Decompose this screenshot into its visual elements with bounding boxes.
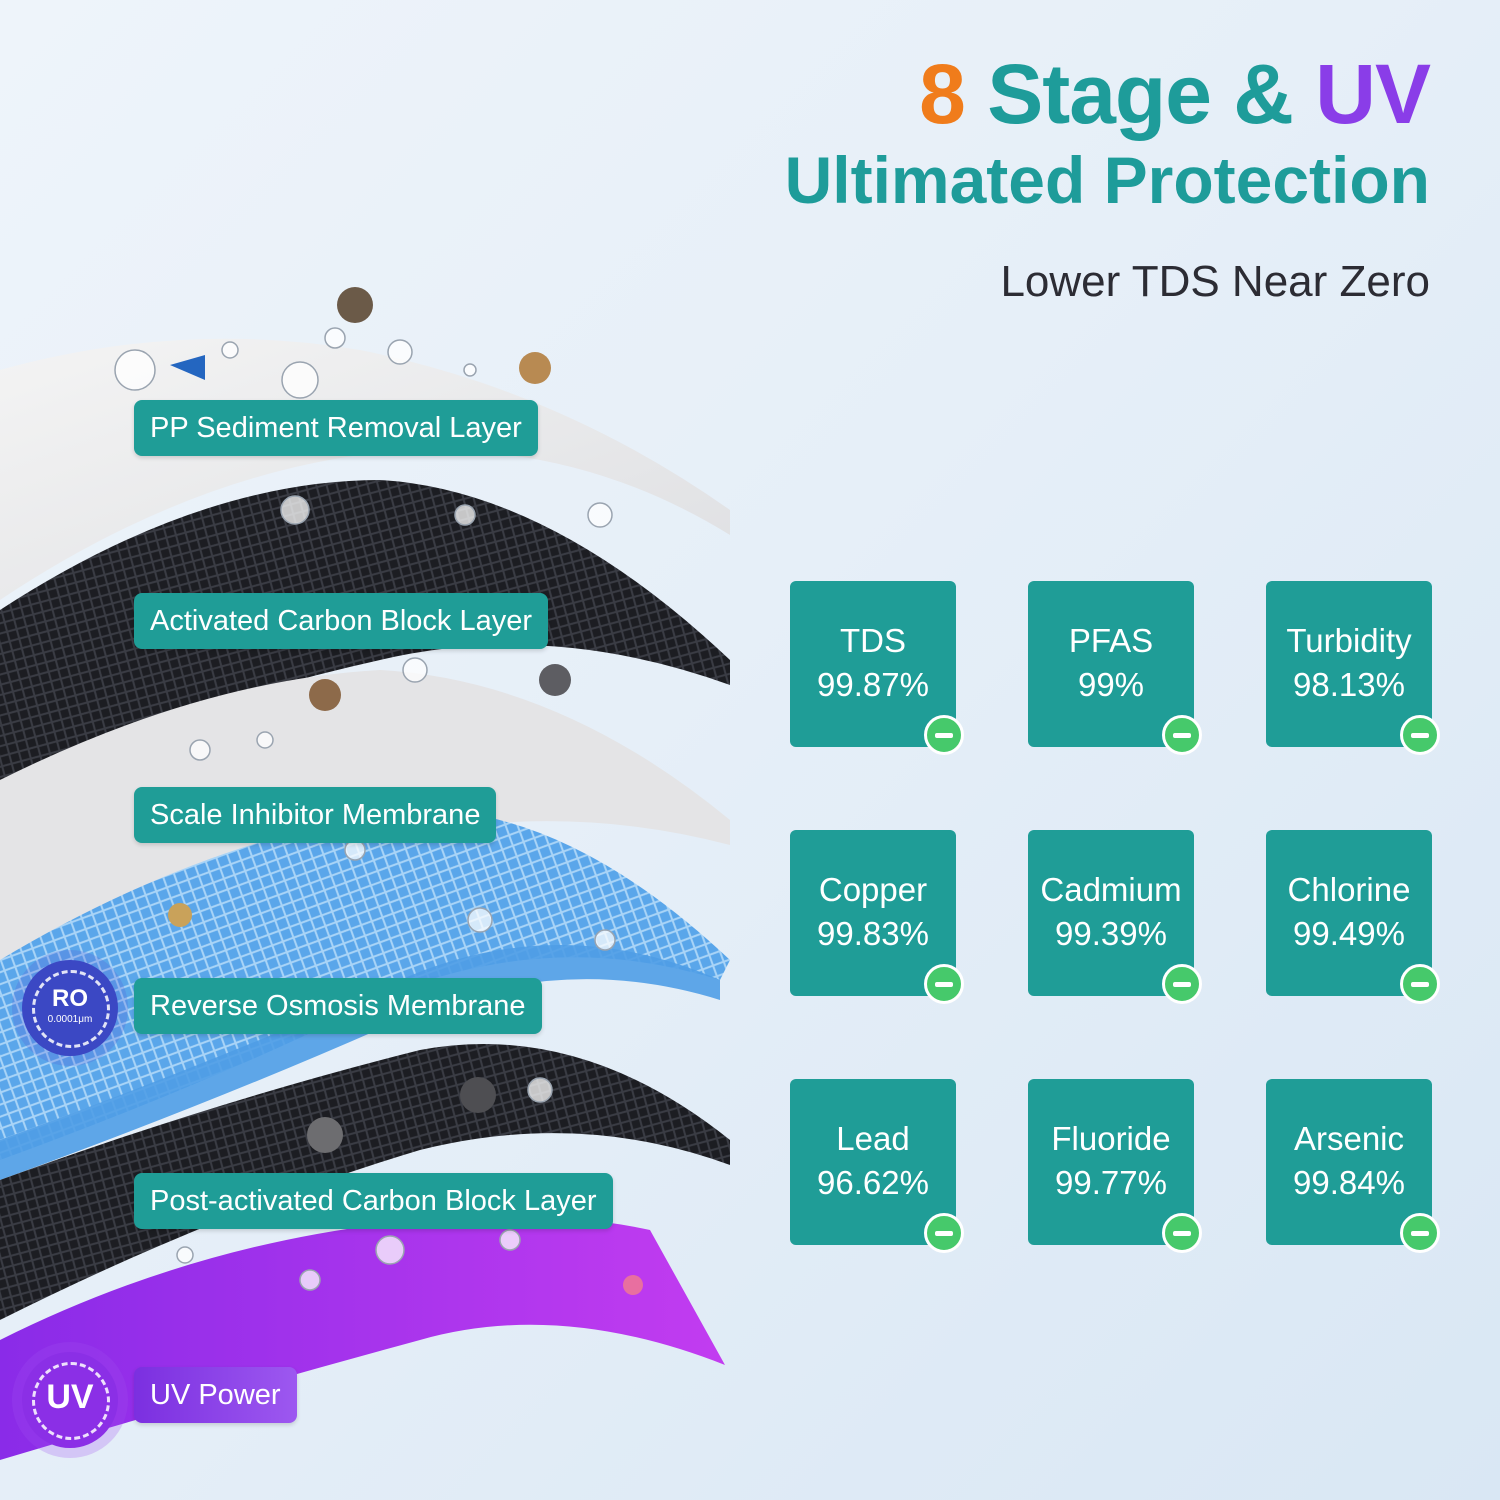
droplets-decoration bbox=[114, 327, 616, 1291]
tile-name: Lead bbox=[836, 1120, 910, 1157]
tile-name: PFAS bbox=[1068, 622, 1154, 659]
minus-circle-icon bbox=[924, 1213, 964, 1253]
headline-line1: 8 Stage & UV bbox=[785, 47, 1431, 141]
minus-circle-icon bbox=[1162, 715, 1202, 755]
ro-badge-detail: 0.0001μm bbox=[47, 1014, 93, 1025]
minus-circle-icon bbox=[1162, 964, 1202, 1004]
tile-name: TDS bbox=[840, 622, 906, 659]
uv-badge-ring bbox=[32, 1362, 110, 1440]
filter-layers-graphic bbox=[0, 287, 730, 1460]
headline-line2: Ultimated Protection bbox=[784, 143, 1430, 217]
tile-value: 99.87% bbox=[817, 666, 929, 703]
tile-tds: TDS 99.87% bbox=[790, 581, 964, 755]
layer-label-reverse-osmosis: Reverse Osmosis Membrane bbox=[134, 978, 542, 1034]
minus-circle-icon bbox=[924, 964, 964, 1004]
tile-lead: Lead 96.62% bbox=[790, 1079, 964, 1253]
tile-value: 98.13% bbox=[1293, 666, 1405, 703]
tile-name: Fluoride bbox=[1051, 1120, 1171, 1157]
ro-membrane-edge bbox=[0, 945, 720, 1180]
tile-chlorine: Chlorine 99.49% bbox=[1266, 830, 1440, 1004]
ro-badge-title: RO bbox=[52, 985, 88, 1012]
uv-badge-title: UV bbox=[46, 1378, 94, 1416]
tile-name: Arsenic bbox=[1293, 1120, 1405, 1157]
layer-label-scale-inhibitor: Scale Inhibitor Membrane bbox=[134, 787, 497, 843]
tile-name: Cadmium bbox=[1040, 871, 1182, 908]
uv-text: UV bbox=[1315, 47, 1431, 141]
ro-badge: RO 0.0001μm bbox=[22, 960, 118, 1056]
layer-label-pp-sediment: PP Sediment Removal Layer bbox=[134, 400, 538, 456]
tile-value: 96.62% bbox=[817, 1164, 929, 1201]
tile-turbidity: Turbidity 98.13% bbox=[1266, 581, 1440, 755]
tile-value: 99.39% bbox=[1055, 915, 1167, 952]
minus-circle-icon bbox=[924, 715, 964, 755]
minus-circle-icon bbox=[1400, 964, 1440, 1004]
layer-label-activated-carbon: Activated Carbon Block Layer bbox=[134, 593, 549, 649]
minus-circle-icon bbox=[1400, 1213, 1440, 1253]
headline: 8 Stage & UV Ultimated Protection Lower … bbox=[784, 47, 1431, 310]
minus-circle-icon bbox=[1162, 1213, 1202, 1253]
tile-cadmium: Cadmium 99.39% bbox=[1028, 830, 1202, 1004]
tile-pfas: PFAS 99% bbox=[1028, 581, 1202, 755]
tile-name: Turbidity bbox=[1286, 622, 1412, 659]
stage-text: Stage & bbox=[964, 47, 1316, 141]
minus-circle-icon bbox=[1400, 715, 1440, 755]
ro-badge-ring bbox=[32, 970, 110, 1048]
uv-badge: UV bbox=[22, 1352, 118, 1448]
layer-label-uv-power: UV Power bbox=[134, 1367, 297, 1423]
tile-value: 99.49% bbox=[1293, 915, 1405, 952]
contaminants-decoration bbox=[168, 287, 643, 1295]
tile-name: Copper bbox=[818, 871, 928, 908]
tile-value: 99.77% bbox=[1055, 1164, 1167, 1201]
tile-value: 99.84% bbox=[1293, 1164, 1405, 1201]
tile-fluoride: Fluoride 99.77% bbox=[1028, 1079, 1202, 1253]
stage-count: 8 bbox=[919, 47, 966, 141]
tile-copper: Copper 99.83% bbox=[790, 830, 964, 1004]
tile-arsenic: Arsenic 99.84% bbox=[1266, 1079, 1440, 1253]
post-carbon-sheet bbox=[0, 1044, 730, 1320]
tile-name: Chlorine bbox=[1287, 871, 1411, 908]
tile-value: 99.83% bbox=[817, 915, 929, 952]
headline-subtitle: Lower TDS Near Zero bbox=[1000, 257, 1430, 306]
filter-layers-illustration: PP Sediment Removal Layer Activated Carb… bbox=[0, 280, 760, 1500]
tile-value: 99% bbox=[1077, 666, 1145, 703]
layer-label-post-carbon: Post-activated Carbon Block Layer bbox=[134, 1173, 613, 1229]
